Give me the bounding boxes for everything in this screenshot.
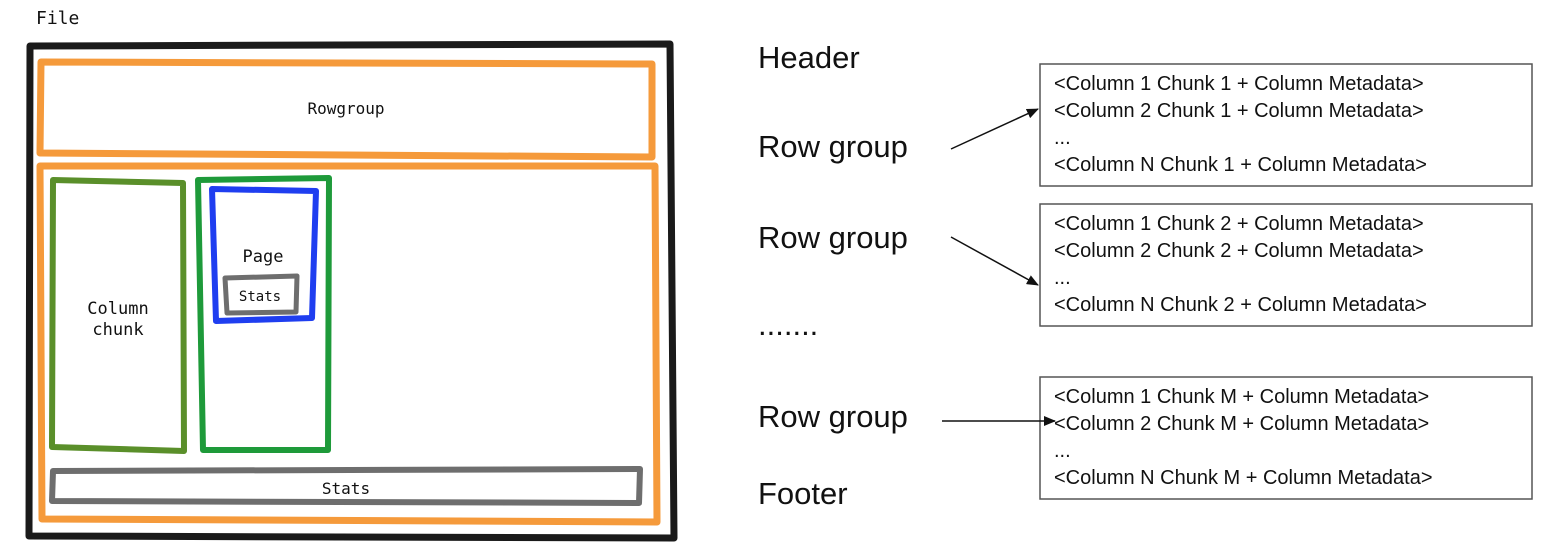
rowgroup-label: Rowgroup <box>307 99 384 118</box>
ellipsis-label: ....... <box>758 307 818 342</box>
box1-line3: ... <box>1054 127 1071 149</box>
column-chunk-outline <box>49 177 187 454</box>
rowgroup-outline-bottom <box>36 162 661 526</box>
page-label: Page <box>243 247 284 267</box>
rowgroup-label-1: Row group <box>758 129 908 164</box>
box1-line2: <Column 2 Chunk 1 + Column Metadata> <box>1054 100 1424 122</box>
rowgroup-box-3 <box>1039 376 1533 500</box>
rowgroup-box-2 <box>1039 203 1533 327</box>
arrow-rowgroup-1 <box>950 108 1039 150</box>
file-label: File <box>36 8 79 29</box>
box3-line2: <Column 2 Chunk M + Column Metadata> <box>1054 413 1429 435</box>
column-chunk-label-line1: Column <box>87 299 148 319</box>
box2-line3: ... <box>1054 267 1071 289</box>
box2-line2: <Column 2 Chunk 2 + Column Metadata> <box>1054 240 1424 262</box>
box1-line1: <Column 1 Chunk 1 + Column Metadata> <box>1054 73 1424 95</box>
rowgroup-label-3: Row group <box>758 399 908 434</box>
arrow-rowgroup-2 <box>950 236 1039 286</box>
column-chunk-label-line2: chunk <box>92 320 143 340</box>
header-label: Header <box>758 40 860 75</box>
page-outline <box>209 186 319 324</box>
page-stats-outline <box>222 273 300 316</box>
rowgroup-stats-outline <box>49 466 643 506</box>
file-outline <box>25 40 678 542</box>
column-chunk-2-outline <box>195 175 332 453</box>
box1-line4: <Column N Chunk 1 + Column Metadata> <box>1054 154 1427 176</box>
box3-line1: <Column 1 Chunk M + Column Metadata> <box>1054 386 1429 408</box>
rowgroup-outline-top <box>36 58 656 161</box>
box2-line1: <Column 1 Chunk 2 + Column Metadata> <box>1054 213 1424 235</box>
page-stats-label: Stats <box>239 289 281 305</box>
box2-line4: <Column N Chunk 2 + Column Metadata> <box>1054 294 1427 316</box>
box3-line3: ... <box>1054 440 1071 462</box>
footer-label: Footer <box>758 476 848 511</box>
box3-line4: <Column N Chunk M + Column Metadata> <box>1054 467 1433 489</box>
rowgroup-box-1 <box>1039 63 1533 187</box>
rowgroup-stats-label: Stats <box>322 479 370 498</box>
rowgroup-label-2: Row group <box>758 220 908 255</box>
